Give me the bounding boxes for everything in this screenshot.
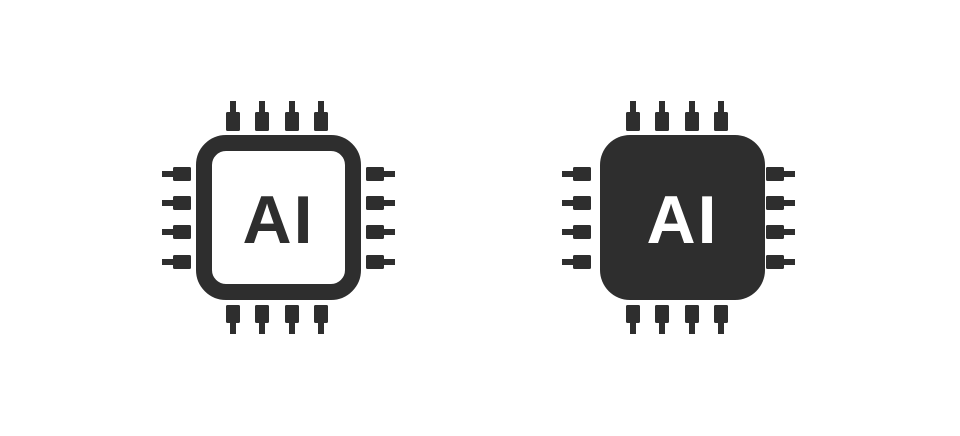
pin-segment (659, 101, 665, 115)
pin-segment (685, 112, 699, 131)
pin-segment (659, 320, 665, 334)
pin-segment (162, 229, 176, 235)
pin-segment (230, 320, 236, 334)
chip-label: AI (646, 182, 719, 258)
pin-segment (173, 196, 191, 210)
pin-segment (685, 305, 699, 323)
pin-segment (781, 200, 795, 206)
pin-segment (714, 305, 728, 323)
pin-segment (781, 259, 795, 265)
pin-segment (718, 101, 724, 115)
pin-segment (381, 171, 395, 177)
pin-segment (689, 320, 695, 334)
pin-segment (255, 305, 269, 323)
pin-segment (655, 305, 669, 323)
ai-chip-outline-icon: AI (160, 0, 420, 436)
pin-segment (718, 320, 724, 334)
pin-segment (173, 255, 191, 269)
pin-segment (381, 229, 395, 235)
pin-segment (318, 101, 324, 115)
pin-segment (289, 320, 295, 334)
pin-segment (630, 320, 636, 334)
pin-segment (766, 225, 784, 239)
chip-outline-graphic (162, 101, 395, 334)
pin-segment (573, 255, 591, 269)
pin-segment (573, 196, 591, 210)
pin-segment (626, 112, 640, 131)
pin-segment (314, 112, 328, 131)
pin-segment (766, 196, 784, 210)
pin-segment (285, 112, 299, 131)
pin-segment (689, 101, 695, 115)
pin-segment (173, 167, 191, 181)
pin-segment (366, 255, 384, 269)
pin-segment (714, 112, 728, 131)
pin-segment (366, 225, 384, 239)
pin-segment (162, 200, 176, 206)
pin-segment (655, 112, 669, 131)
pin-segment (766, 255, 784, 269)
pin-segment (289, 101, 295, 115)
chip-label: AI (242, 182, 315, 258)
pin-segment (314, 305, 328, 323)
pin-segment (381, 200, 395, 206)
ai-chip-filled-icon: AI (562, 0, 824, 436)
pin-segment (766, 167, 784, 181)
pin-segment (562, 171, 576, 177)
pin-segment (562, 229, 576, 235)
pin-segment (226, 112, 240, 131)
pin-segment (285, 305, 299, 323)
pin-segment (259, 101, 265, 115)
pin-segment (626, 305, 640, 323)
pin-segment (162, 259, 176, 265)
pin-segment (173, 225, 191, 239)
pin-segment (562, 259, 576, 265)
pin-segment (162, 171, 176, 177)
pin-segment (781, 171, 795, 177)
pin-segment (630, 101, 636, 115)
pin-segment (381, 259, 395, 265)
pin-segment (573, 225, 591, 239)
pin-segment (226, 305, 240, 323)
chip-filled-graphic (562, 101, 795, 334)
pin-segment (318, 320, 324, 334)
pin-segment (230, 101, 236, 115)
pin-segment (562, 200, 576, 206)
pin-segment (366, 167, 384, 181)
pin-segment (259, 320, 265, 334)
pin-segment (781, 229, 795, 235)
pin-segment (255, 112, 269, 131)
pin-segment (366, 196, 384, 210)
pin-segment (573, 167, 591, 181)
